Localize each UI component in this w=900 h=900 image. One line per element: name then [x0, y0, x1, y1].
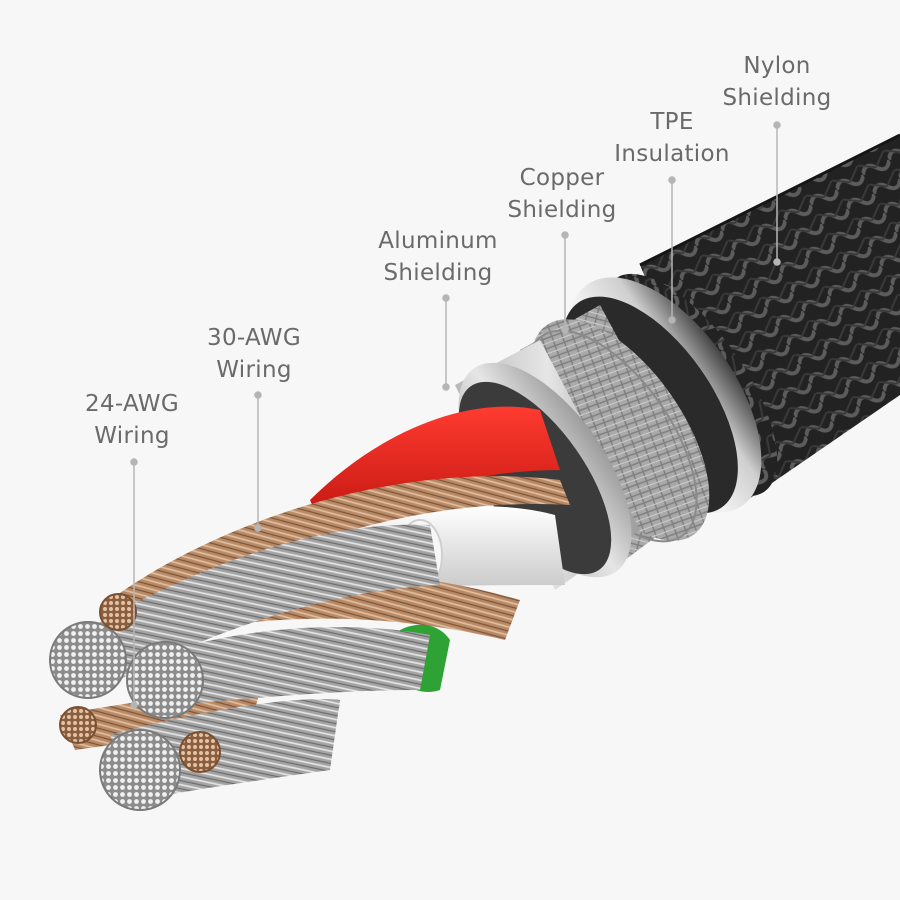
- nylon-shielding-label: Nylon Shielding: [677, 50, 877, 114]
- tpe-label-line1: TPE: [650, 109, 694, 135]
- aluminum-label-line1: Aluminum: [378, 228, 498, 254]
- copper-shielding-layer: [520, 305, 710, 560]
- tpe-label-line2: Insulation: [614, 141, 730, 167]
- aluminum-leader-dot: [442, 294, 450, 302]
- awg30-label-line1: 30-AWG: [207, 325, 301, 351]
- aluminum-label-line2: Shielding: [383, 260, 493, 286]
- wire-end-faces: [49, 593, 221, 811]
- awg24-leader-dot: [130, 458, 138, 466]
- awg24-label-line1: 24-AWG: [85, 391, 179, 417]
- aluminum-shielding-label: Aluminum Shielding: [338, 225, 538, 289]
- nylon-label-line2: Shielding: [722, 85, 832, 111]
- nylon-label-line1: Nylon: [743, 53, 811, 79]
- copper-shielding-label: Copper Shielding: [462, 162, 662, 226]
- copper-label-line2: Shielding: [507, 197, 617, 223]
- awg30-wiring-label: 30-AWG Wiring: [154, 322, 354, 386]
- copper-leader-dot: [561, 231, 569, 239]
- tpe-insulation-label: TPE Insulation: [572, 106, 772, 170]
- nylon-leader-dot: [773, 121, 781, 129]
- awg30-label-line2: Wiring: [216, 357, 292, 383]
- awg30-leader-dot: [254, 391, 262, 399]
- awg24-label-line2: Wiring: [94, 423, 170, 449]
- tpe-leader-dot: [668, 176, 676, 184]
- awg24-wiring-label: 24-AWG Wiring: [32, 388, 232, 452]
- leader-lines: [130, 121, 781, 709]
- copper-label-line1: Copper: [519, 165, 605, 191]
